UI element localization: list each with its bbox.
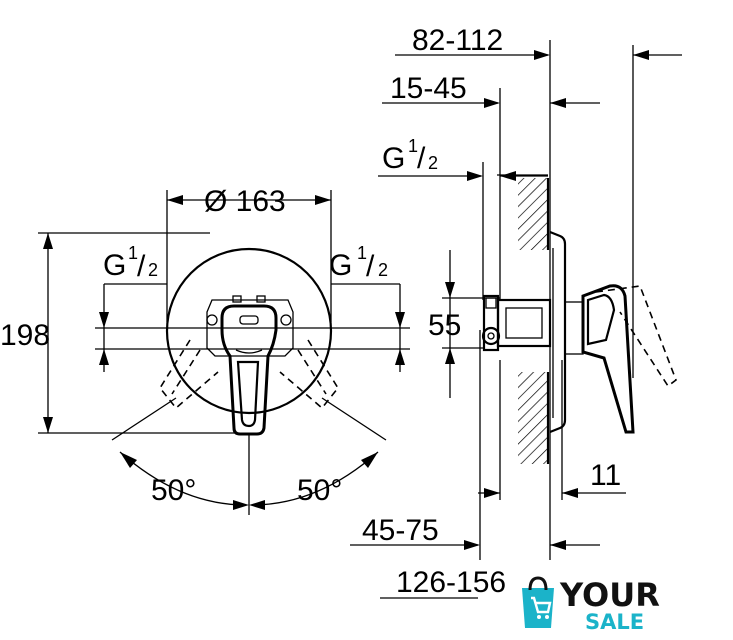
svg-text:1: 1 (357, 243, 367, 263)
thread-left-label: G 1 / 2 (103, 243, 158, 283)
escutcheon-circle (165, 247, 333, 415)
valve-body (206, 299, 294, 357)
height-label: 198 (0, 319, 50, 352)
dim-55: 55 (428, 309, 461, 342)
lever-right-rotated (279, 339, 339, 410)
dim-15-45: 15-45 (390, 72, 467, 105)
svg-text:1: 1 (408, 136, 418, 156)
svg-text:1: 1 (128, 243, 138, 263)
dim-126-156: 126-156 (396, 566, 506, 599)
lever-left-rotated (159, 339, 219, 410)
logo-word-bottom: SALE (585, 610, 644, 634)
wall-lower (518, 372, 548, 464)
svg-text:G: G (103, 249, 126, 282)
shopping-bag-icon (522, 576, 554, 628)
svg-text:G: G (329, 249, 352, 282)
svg-text:/: / (417, 142, 426, 175)
front-view: Ø 163 198 G 1 / 2 G 1 / 2 (0, 185, 410, 515)
lever-handle-side (581, 284, 635, 434)
svg-text:2: 2 (148, 260, 158, 280)
svg-text:/: / (366, 250, 375, 283)
dim-45-75: 45-75 (362, 514, 439, 547)
lever-side-raised (595, 285, 677, 388)
side-view: 82-112 15-45 G 1 / 2 55 11 (350, 24, 682, 599)
svg-text:2: 2 (428, 153, 438, 173)
svg-text:G: G (382, 142, 405, 175)
diameter-label: Ø 163 (204, 185, 286, 218)
thread-side-label: G 1 / 2 (382, 136, 438, 175)
lever-handle (220, 304, 278, 436)
angle-left-label: 50° (151, 474, 196, 507)
angle-right-label: 50° (297, 474, 342, 507)
dim-82-112: 82-112 (412, 24, 503, 57)
escutcheon-side (549, 230, 567, 434)
thread-right-label: G 1 / 2 (329, 243, 388, 283)
svg-text:2: 2 (378, 260, 388, 280)
svg-text:/: / (137, 250, 146, 283)
wall-upper (518, 178, 548, 250)
dim-11: 11 (590, 459, 621, 492)
yoursale-logo: YOUR SALE (508, 572, 673, 634)
logo-word-top: YOUR (559, 576, 660, 614)
